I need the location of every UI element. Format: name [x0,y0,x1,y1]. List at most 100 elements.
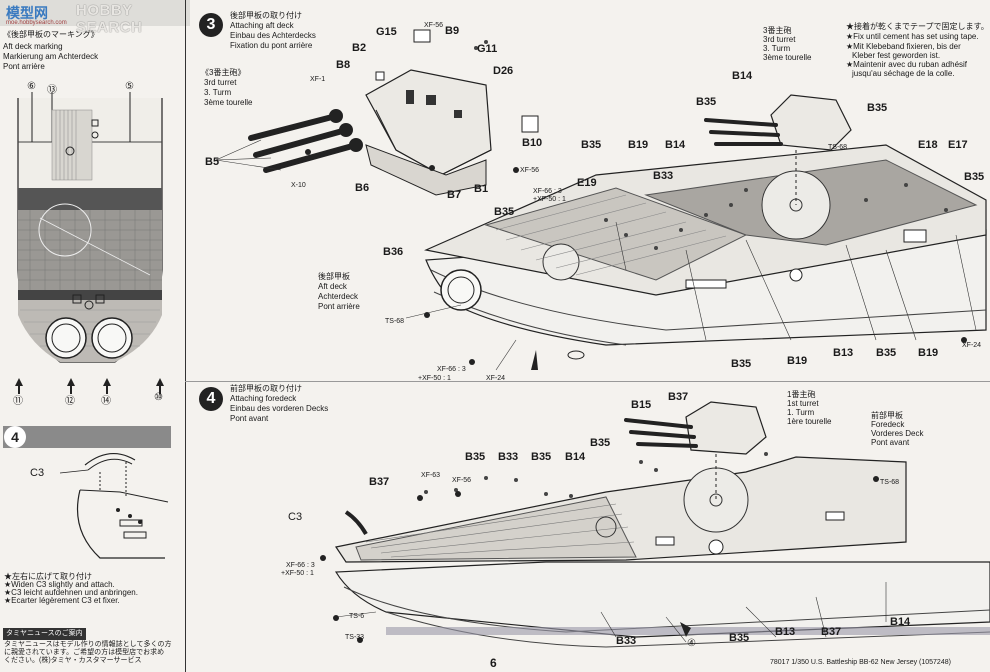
s3-xf66-b: XF-66 : 3 [437,366,466,373]
cement-note-5: ★Maintenir avec du ruban adhésif [846,60,968,69]
logo-url: moe.hobbysearch.com [6,20,67,26]
marker-top-6: ⑥ [27,81,36,92]
s4-part-b35-low: B35 [729,632,750,644]
s3-part-b1: B1 [474,183,489,195]
s3-part-b35-right: B35 [867,102,888,114]
step4-number: 4 [199,387,223,411]
s4-part-ts6: TS-6 [349,613,365,620]
aft-deck-marking-drawing [15,92,164,394]
s3-part-d26: D26 [493,65,514,77]
s3-part-b14-mid: B14 [665,139,686,151]
logo-text: HOBBY SEARCH [76,2,143,36]
s3-part-b35-far: B35 [964,171,985,183]
step3-turret-fr: 3ème tourelle [204,98,253,107]
page-number: 6 [490,656,497,670]
s3-part-b8: B8 [336,59,351,71]
s3-part-b19-low: B19 [787,355,808,367]
s3-xf50-a: +XF-50 : 1 [533,196,566,203]
left-note-en: ★Widen C3 slightly and attach. [4,580,115,589]
news-line-2: に親愛されています。ご希望の方は模型店でお求め [4,649,165,656]
s4-part-b37-low: B37 [821,626,842,638]
s4-part-b14-low: B14 [890,616,911,628]
logo-glyphs: 模型网 [6,5,48,21]
step4-deck-de: Vorderes Deck [871,429,924,438]
marking-title-fr: Pont arrière [3,62,45,71]
step4-title-fr: Pont avant [230,414,269,423]
s3-part-x10: X-10 [291,182,306,189]
step-divider [185,381,990,382]
s3-part-e18: E18 [918,139,938,151]
s4-part-b35-b: B35 [531,451,552,463]
step4-title-jp: 前部甲板の取り付け [230,384,302,393]
step3-turret2-fr: 3ème tourelle [763,53,812,62]
marking-title-en: Aft deck marking [3,42,63,51]
marker-bottom-11: ⑪ [13,396,23,407]
step4-deck-fr: Pont avant [871,438,910,447]
left-step4-bar [3,426,171,448]
s3-part-b19-low2: B19 [918,347,939,359]
step3-turret-en: 3rd turret [204,78,237,87]
s4-part-b14-top: B14 [565,451,586,463]
step4-deck-en: Foredeck [871,420,905,429]
s4-part-xf56: XF-56 [452,477,472,484]
s3-part-xf1: XF-1 [310,76,326,83]
left-step-number: 4 [4,426,26,448]
s3-part-xf56-top: XF-56 [424,22,444,29]
marker-bottom-10: ⑩ [154,392,163,403]
marker-bottom-14: ⑭ [101,396,111,407]
cement-note-2: ★Fix until cement has set using tape. [846,32,979,41]
cement-note-6: jusqu'au séchage de la colle. [852,69,955,78]
s3-part-g11: G11 [477,43,498,55]
hobbysearch-logo: 模型网 HOBBY SEARCH moe.hobbysearch.com [0,0,190,36]
marker-top-13: ⑬ [47,85,57,96]
s3-part-b13: B13 [833,347,854,359]
step4-turret-de: 1. Turm [787,408,815,417]
s4-part-b37-top: B37 [668,391,689,403]
step4-title-de: Einbau des vorderen Decks [230,404,329,413]
cement-note-3: ★Mit Klebeband fixieren, bis der [846,42,961,51]
s3-part-b35-deck: B35 [494,206,515,218]
news-line-1: タミヤニュースはモデル作りの情報誌として多くの方 [4,641,172,648]
s3-part-ts68-left: TS-68 [385,318,405,325]
column-divider [185,0,186,672]
s4-part-b13: B13 [775,626,796,638]
s3-part-e17: E17 [948,139,968,151]
s3-part-b6: B6 [355,182,370,194]
step3-deck-jp: 後部甲板 [318,272,350,281]
step3-turret-de: 3. Turm [204,88,232,97]
s3-part-b35-mid: B35 [581,139,602,151]
s4-part-b35-a: B35 [465,451,486,463]
step3-aft-deck-drawing [215,29,987,371]
s4-part-c3: C3 [288,511,303,523]
marker-bottom-12: ⑫ [65,396,75,407]
step3-title-en: Attaching aft deck [230,21,294,30]
step3-deck-en: Aft deck [318,282,347,291]
news-title: タミヤニュースのご案内 [3,628,86,640]
s3-part-b35-top: B35 [696,96,717,108]
s3-part-b35-low2: B35 [876,347,897,359]
step4-title-en: Attaching foredeck [230,394,297,403]
s3-part-ts68-right: TS-68 [828,144,848,151]
footer-credit: 78017 1/350 U.S. Battleship BB-62 New Je… [770,659,951,666]
s3-part-b5: B5 [205,156,220,168]
step3-turret2-de: 3. Turm [763,44,791,53]
news-line-3: ください。(株)タミヤ・カスタマーサービス [4,657,142,664]
step3-deck-de: Achterdeck [318,292,359,301]
step4-deck-jp: 前部甲板 [871,411,903,420]
s3-part-b14-top: B14 [732,70,753,82]
s4-part-ts68: TS-68 [880,479,900,486]
s4-marker-4: ④ [687,638,696,649]
step4-foredeck-drawing [320,401,990,648]
left-note-jp: ★左右に広げて取り付け [4,572,92,581]
s3-part-b10: B10 [522,137,543,149]
s3-part-b33: B33 [653,170,674,182]
s3-part-b36: B36 [383,246,404,258]
s3-part-b2: B2 [352,42,367,54]
s4-part-b33-top: B33 [498,451,519,463]
step3-title-jp: 後部甲板の取り付け [230,11,302,20]
s4-part-ts33: TS-33 [345,634,365,641]
s3-part-b9: B9 [445,25,460,37]
step3-turret2-jp: 3番主砲 [763,26,792,35]
s4-part-xf63: XF-63 [421,472,441,479]
step3-title-de: Einbau des Achterdecks [230,31,316,40]
